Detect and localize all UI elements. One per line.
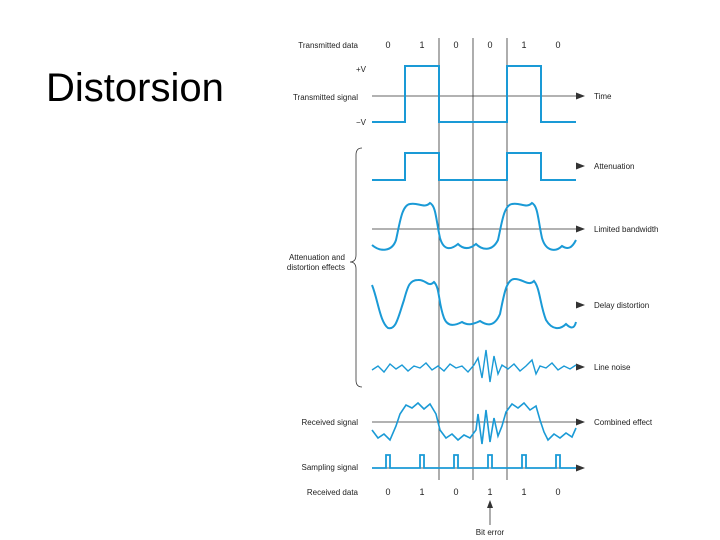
delay-waveform xyxy=(371,277,577,330)
effects-label-line2: distortion effects xyxy=(287,263,345,272)
sampling-waveform xyxy=(372,454,576,469)
time-arrow-icon xyxy=(576,92,585,100)
delay-distortion-label: Delay distortion xyxy=(594,301,649,310)
noise-arrow-icon xyxy=(576,363,585,371)
tx-bit: 0 xyxy=(385,40,390,50)
effects-brace xyxy=(349,147,363,388)
transmitted-waveform xyxy=(372,65,576,123)
bit-boundaries xyxy=(438,38,508,480)
rx-bit: 0 xyxy=(555,487,560,497)
tx-bit: 0 xyxy=(555,40,560,50)
delay-arrow-icon xyxy=(576,301,585,309)
rx-bit: 1 xyxy=(521,487,526,497)
combined-waveform xyxy=(371,401,577,445)
attenuation-label: Attenuation xyxy=(594,162,634,171)
tx-bit: 0 xyxy=(453,40,458,50)
transmitted-bits: 0 1 0 0 1 0 xyxy=(385,40,560,50)
slide-title: Distorsion xyxy=(46,66,224,110)
received-data-label: Received data xyxy=(307,488,359,497)
tx-bit: 1 xyxy=(521,40,526,50)
minus-v-label: −V xyxy=(356,118,367,127)
transmitted-signal-label: Transmitted signal xyxy=(293,93,358,102)
attenuation-waveform xyxy=(372,152,576,181)
rx-bit: 1 xyxy=(419,487,424,497)
rx-bit: 0 xyxy=(385,487,390,497)
bandwidth-arrow-icon xyxy=(576,225,585,233)
plus-v-label: +V xyxy=(356,65,367,74)
attenuation-arrow-icon xyxy=(576,162,585,170)
limited-bandwidth-label: Limited bandwidth xyxy=(594,225,658,234)
bandwidth-waveform xyxy=(371,201,577,251)
time-label: Time xyxy=(594,92,612,101)
rx-bit: 1 xyxy=(487,487,492,497)
combined-arrow-icon xyxy=(576,418,585,426)
received-bits: 0 1 0 1 1 0 xyxy=(385,487,560,497)
tx-bit: 0 xyxy=(487,40,492,50)
noise-waveform xyxy=(371,349,577,383)
rx-bit: 0 xyxy=(453,487,458,497)
tx-bit: 1 xyxy=(419,40,424,50)
combined-effect-label: Combined effect xyxy=(594,418,653,427)
effects-label-line1: Attenuation and xyxy=(289,253,345,262)
received-signal-label: Received signal xyxy=(302,418,359,427)
sampling-arrow-icon xyxy=(576,464,585,472)
line-noise-label: Line noise xyxy=(594,363,631,372)
transmitted-data-label: Transmitted data xyxy=(298,41,358,50)
bit-error-arrow-icon xyxy=(487,500,493,508)
sampling-signal-label: Sampling signal xyxy=(302,463,359,472)
bit-error-label: Bit error xyxy=(476,528,505,537)
